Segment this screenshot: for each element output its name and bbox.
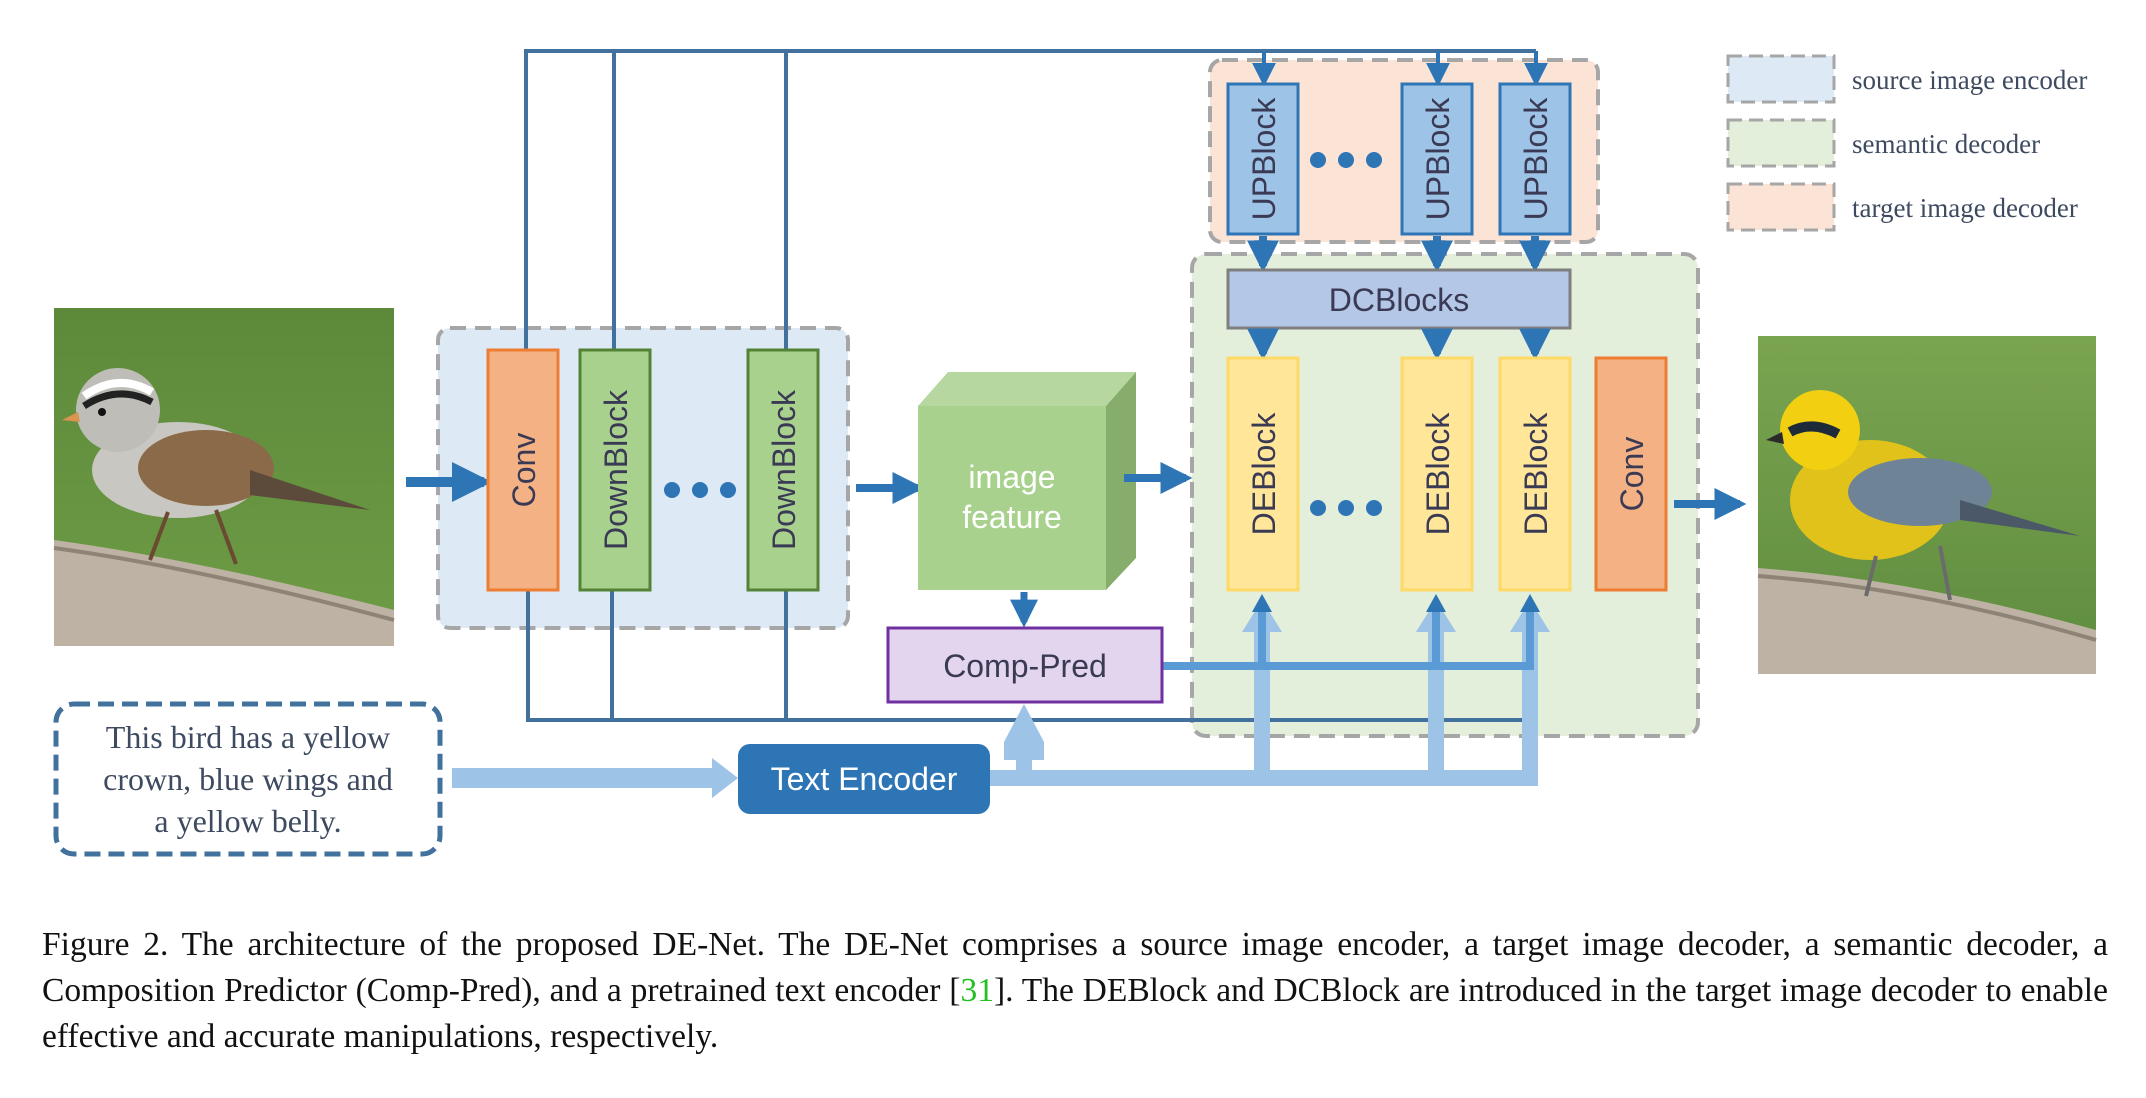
text-input-line2: crown, blue wings and xyxy=(103,761,393,797)
text-input-line3: a yellow belly. xyxy=(154,803,341,839)
output-image xyxy=(1757,336,2097,674)
upblock-3: UPBlock xyxy=(1498,82,1572,236)
deblock-3: DEBlock xyxy=(1498,356,1572,592)
upblock-1: UPBlock xyxy=(1226,82,1300,236)
text-input-line1: This bird has a yellow xyxy=(106,719,390,755)
downblock-1: DownBlock xyxy=(578,348,652,592)
comp-pred-label: Comp-Pred xyxy=(943,648,1107,684)
text-encoder-label: Text Encoder xyxy=(771,761,958,797)
source-image xyxy=(53,308,395,646)
conv-block-left: Conv xyxy=(486,348,560,592)
deblock-3-label: DEBlock xyxy=(1518,412,1554,536)
downblock-2-label: DownBlock xyxy=(766,389,802,550)
deblock-1: DEBlock xyxy=(1226,356,1300,592)
caption-citation[interactable]: 31 xyxy=(960,972,994,1009)
upblock-ellipsis xyxy=(1310,152,1382,168)
conv-left-label: Conv xyxy=(506,433,542,508)
image-feature-label-2: feature xyxy=(962,499,1062,535)
conv-block-right: Conv xyxy=(1594,356,1668,592)
dcblocks-label: DCBlocks xyxy=(1329,282,1469,318)
image-feature-label-1: image xyxy=(968,459,1055,495)
caption-text-2: ]. The DEBlock and DCBlock are introduce… xyxy=(42,972,2108,1055)
dcblocks: DCBlocks xyxy=(1226,268,1572,330)
downblock-1-label: DownBlock xyxy=(598,389,634,550)
deblock-1-label: DEBlock xyxy=(1246,412,1282,536)
legend: source image encoder semantic decoder ta… xyxy=(1726,54,2087,232)
comp-pred-block: Comp-Pred xyxy=(886,626,1164,704)
comp-pred-connections xyxy=(1162,612,1534,670)
legend-source-label: source image encoder xyxy=(1852,65,2087,95)
downblock-2: DownBlock xyxy=(746,348,820,592)
encoder-ellipsis xyxy=(664,482,736,498)
deblock-2-label: DEBlock xyxy=(1420,412,1456,536)
image-feature-cube: image feature xyxy=(918,372,1136,590)
text-input-box: This bird has a yellow crown, blue wings… xyxy=(53,701,443,857)
conv-right-label: Conv xyxy=(1614,437,1650,512)
deblock-ellipsis xyxy=(1310,500,1382,516)
upblock-2-label: UPBlock xyxy=(1420,97,1456,221)
text-encoder-block: Text Encoder xyxy=(738,744,990,814)
upblock-1-label: UPBlock xyxy=(1246,97,1282,221)
caption-text-1: Figure 2. The architecture of the propos… xyxy=(42,926,2108,1009)
upblock-2: UPBlock xyxy=(1400,82,1474,236)
legend-target-label: target image decoder xyxy=(1852,193,2078,223)
skip-connections-top xyxy=(524,49,1536,350)
legend-semantic-label: semantic decoder xyxy=(1852,129,2040,159)
figure-caption: Figure 2. The architecture of the propos… xyxy=(42,922,2108,1060)
upblock-3-label: UPBlock xyxy=(1518,97,1554,221)
architecture-diagram: source image encoder semantic decoder ta… xyxy=(53,49,2097,857)
deblock-2: DEBlock xyxy=(1400,356,1474,592)
